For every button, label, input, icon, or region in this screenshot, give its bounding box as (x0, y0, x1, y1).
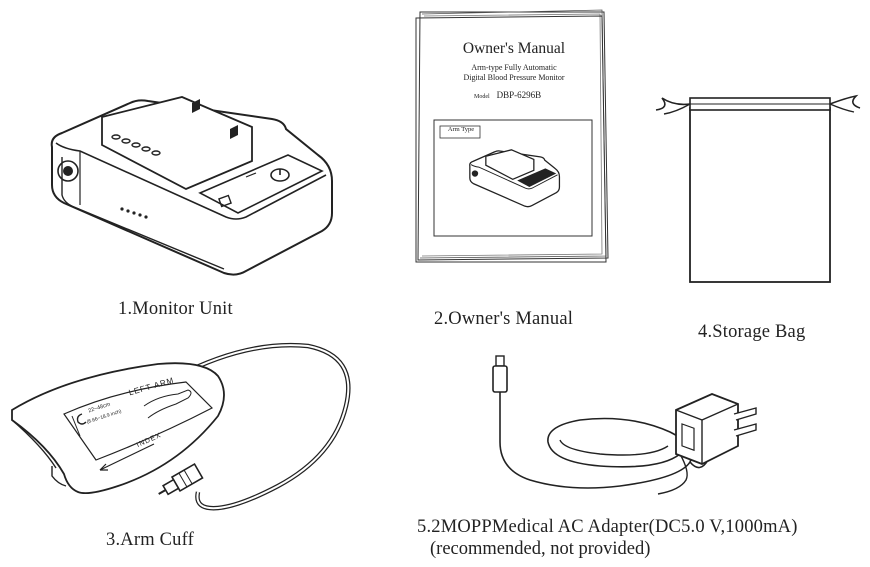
storage-bag-illustration (655, 94, 861, 283)
arm-cuff-illustration (11, 342, 351, 511)
ac-adapter-illustration (492, 355, 757, 495)
manual-model-line: Model DBP-6296B (474, 85, 541, 103)
manual-subtitle-line1: Arm-type Fully Automatic (471, 63, 557, 72)
manual-subtitle-line2: Digital Blood Pressure Monitor (463, 73, 565, 82)
caption-ac-adapter: 5.2MOPPMedical AC Adapter(DC5.0 V,1000mA… (417, 517, 798, 537)
manual-title: Owner's Manual (462, 40, 566, 57)
caption-ac-adapter-note: (recommended, not provided) (430, 539, 651, 559)
owners-manual-illustration (415, 9, 609, 263)
manual-model-label: Model (474, 94, 490, 100)
caption-monitor-unit: 1.Monitor Unit (118, 299, 233, 319)
manual-model-number: DBP-6296B (496, 90, 542, 100)
caption-arm-cuff: 3.Arm Cuff (106, 530, 194, 550)
caption-storage-bag: 4.Storage Bag (698, 322, 806, 342)
monitor-unit-illustration (50, 96, 333, 276)
manual-box-label: Arm Type (447, 126, 475, 133)
caption-owners-manual: 2.Owner's Manual (434, 309, 574, 329)
